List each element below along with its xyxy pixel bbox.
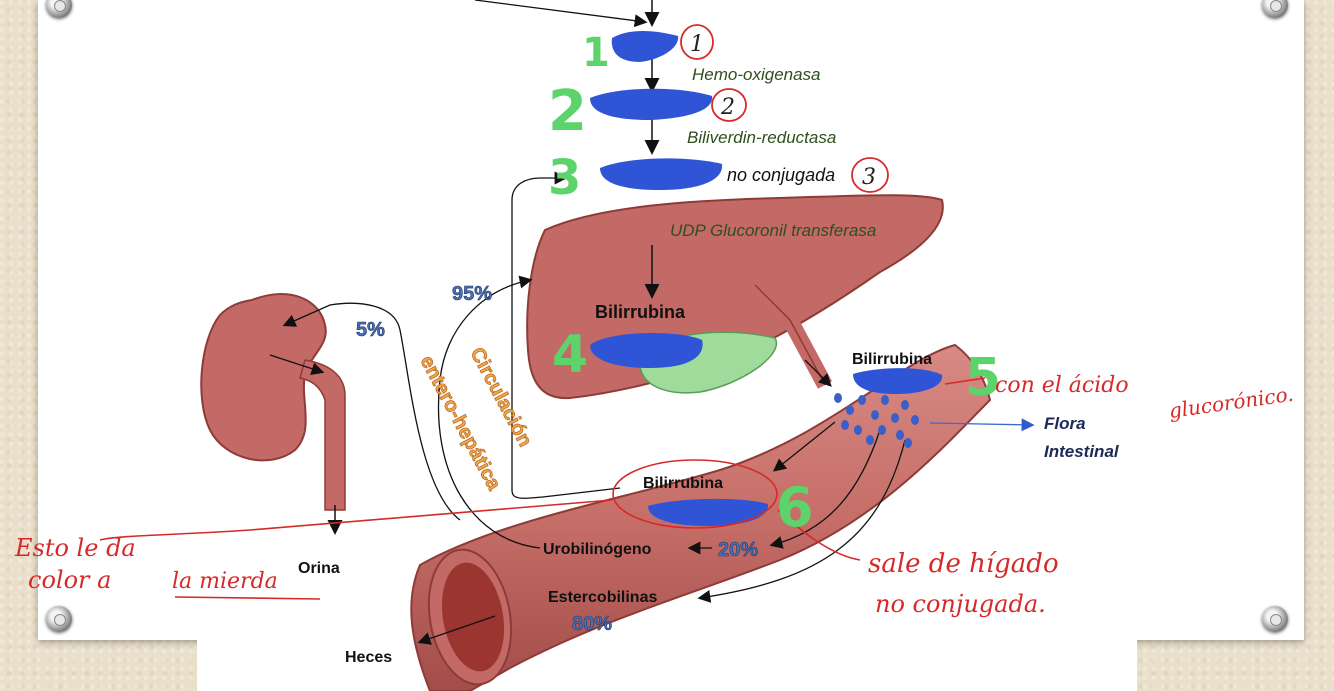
- enzyme-hemo-oxigenasa: Hemo-oxigenasa: [692, 65, 821, 84]
- label-heces: Heces: [345, 649, 392, 666]
- label-bilirrubina-reabsorbed: Bilirrubina: [643, 475, 723, 492]
- arrow-incoming: [474, 0, 648, 28]
- label-intestinal: Intestinal: [1044, 442, 1120, 461]
- red-circle-1: [680, 24, 714, 60]
- red-ink-line-bottom: [777, 509, 861, 561]
- red-ink-line-right: [944, 377, 986, 385]
- handwriting-sale-de-higado: sale de hígado: [868, 549, 1059, 579]
- pin-icon-top-right: [1262, 0, 1288, 18]
- handwriting-color-a: color a: [28, 566, 111, 594]
- enzyme-udp: UDP Glucoronil transferasa: [670, 221, 876, 240]
- label-bilirrubina-intestine: Bilirrubina: [852, 351, 932, 368]
- label-flora: Flora: [1044, 414, 1086, 433]
- red-circle-bilirrubina: [612, 459, 778, 529]
- pct-80: 80%: [572, 613, 612, 635]
- red-circle-2: [711, 88, 747, 122]
- blue-scribbles: [590, 31, 943, 526]
- label-orina: Orina: [298, 560, 340, 577]
- handwriting-glucoronico: glucorónico.: [1167, 382, 1295, 423]
- green-number-3: 3: [548, 150, 581, 206]
- label-no-conjugada: no conjugada: [727, 165, 835, 185]
- green-number-6: 6: [776, 476, 814, 539]
- red-circle-3: [851, 157, 889, 193]
- pct-5: 5%: [356, 319, 385, 341]
- handwriting-con-el-acido: con el ácido: [995, 373, 1129, 398]
- circled-number-1: 1: [690, 32, 704, 57]
- label-bilirrubina-liver: Bilirrubina: [595, 302, 686, 322]
- green-number-5: 5: [965, 348, 1001, 408]
- arrow-enterohepatic-return: [511, 171, 568, 490]
- ureter: [299, 359, 346, 511]
- pct-20: 20%: [718, 539, 758, 561]
- kidney: [200, 293, 327, 462]
- bacteria-dots: [834, 393, 919, 448]
- handwriting-esto-le-da: Esto le da: [14, 534, 136, 562]
- arrow-95: [437, 275, 541, 549]
- arrow-flora: [929, 418, 1035, 432]
- green-number-1: 1: [582, 30, 610, 76]
- handwriting-no-conjugada: no conjugada.: [875, 590, 1046, 618]
- label-estercobilinas: Estercobilinas: [548, 589, 657, 606]
- label-urobilinogeno: Urobilinógeno: [543, 541, 652, 558]
- pct-95: 95%: [452, 283, 492, 305]
- enzyme-biliverdin-reductasa: Biliverdin-reductasa: [687, 128, 836, 147]
- green-number-4: 4: [552, 325, 588, 385]
- pin-icon-bottom-left: [46, 606, 72, 632]
- arrow-5: [282, 302, 461, 521]
- pin-icon-top-left: [46, 0, 72, 18]
- green-number-2: 2: [548, 79, 587, 144]
- circled-number-2: 2: [720, 95, 735, 120]
- circled-number-3: 3: [862, 165, 876, 190]
- red-ink-line-left: [99, 499, 613, 541]
- pin-icon-bottom-right: [1262, 606, 1288, 632]
- handwriting-la-mierda: la mierda: [172, 569, 278, 594]
